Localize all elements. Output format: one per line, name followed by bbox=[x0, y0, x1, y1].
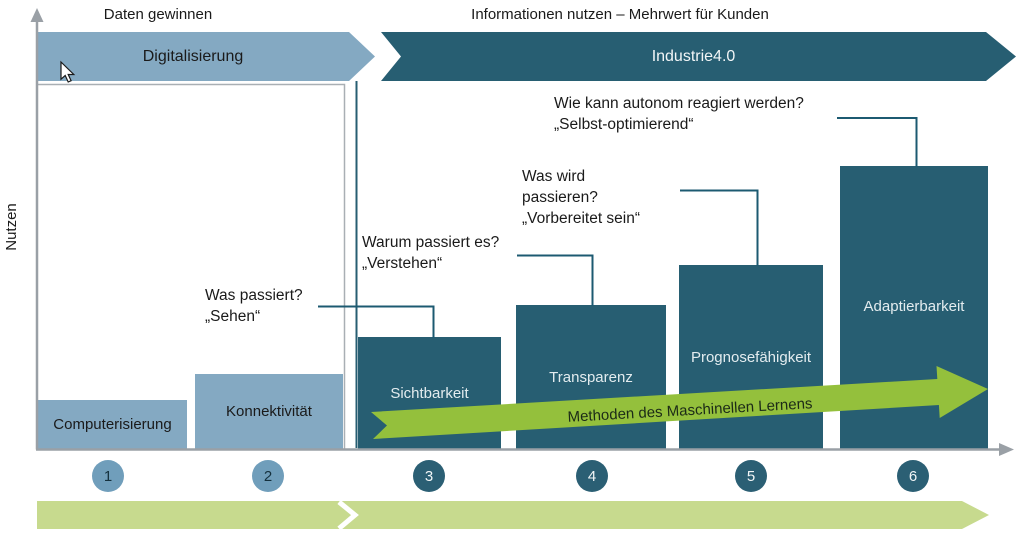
stage-bar-label: Transparenz bbox=[549, 369, 633, 386]
stage-number-badge-3: 3 bbox=[413, 460, 445, 492]
annotation-line: „Verstehen“ bbox=[362, 255, 443, 272]
annotation-line: Warum passiert es? bbox=[362, 234, 500, 251]
bottom-band-arrow bbox=[37, 501, 989, 529]
stage-number: 1 bbox=[103, 467, 113, 485]
annotation-sehen: Was passiert? „Sehen“ bbox=[205, 285, 303, 327]
x-axis-arrowhead-icon bbox=[999, 443, 1014, 456]
y-axis-label: Nutzen bbox=[3, 203, 20, 251]
stage-bar-sichtbarkeit: Sichtbarkeit bbox=[358, 337, 501, 449]
bottom-band-right-label: Informationen nutzen – Mehrwert für Kund… bbox=[471, 5, 769, 23]
stage-number: 2 bbox=[263, 467, 273, 485]
annotation-line: Wie kann autonom reagiert werden? bbox=[554, 95, 804, 112]
stage-bar-label: Prognosefähigkeit bbox=[690, 349, 812, 366]
stage-bar-konnektivitaet: Konnektivität bbox=[195, 374, 343, 449]
connector-vorbereitet-sein bbox=[680, 189, 759, 266]
banner-industrie40-label: Industrie4.0 bbox=[651, 47, 736, 65]
annotation-line: passieren? bbox=[522, 189, 598, 206]
stage-number: 4 bbox=[587, 467, 597, 485]
stage-number-badge-6: 6 bbox=[897, 460, 929, 492]
stage-number: 5 bbox=[746, 467, 756, 485]
stage-bar-prognosefaehigkeit: Prognosefähigkeit bbox=[679, 265, 823, 449]
banner-digitalisierung-label: Digitalisierung bbox=[142, 47, 244, 65]
stage-number: 3 bbox=[424, 467, 434, 485]
annotation-vorbereitet-sein: Was wird passieren? „Vorbereitet sein“ bbox=[522, 166, 640, 229]
stage-bar-label: Konnektivität bbox=[226, 403, 312, 420]
stage-bar-label: Adaptierbarkeit bbox=[863, 298, 965, 315]
stage-number-badge-5: 5 bbox=[735, 460, 767, 492]
bottom-band-left-label: Daten gewinnen bbox=[103, 5, 213, 23]
annotation-line: „Sehen“ bbox=[205, 308, 261, 325]
stage-number-badge-4: 4 bbox=[576, 460, 608, 492]
annotation-verstehen: Warum passiert es? „Verstehen“ bbox=[362, 232, 499, 274]
banner-industrie40: Industrie4.0 bbox=[381, 32, 1016, 81]
connector-verstehen bbox=[517, 254, 594, 306]
connector-selbst-optimierend bbox=[837, 117, 918, 167]
stage-bar-label: Computerisierung bbox=[53, 416, 172, 433]
connector-sehen bbox=[318, 305, 435, 338]
stage-number: 6 bbox=[908, 467, 918, 485]
stage-number-badge-2: 2 bbox=[252, 460, 284, 492]
annotation-line: „Vorbereitet sein“ bbox=[522, 210, 641, 227]
annotation-selbst-optimierend: Wie kann autonom reagiert werden? „Selbs… bbox=[554, 93, 804, 135]
banner-digitalisierung: Digitalisierung bbox=[37, 32, 375, 81]
annotation-line: „Selbst-optimierend“ bbox=[554, 116, 694, 133]
stage-bar-computerisierung: Computerisierung bbox=[38, 400, 187, 449]
annotation-line: Was passiert? bbox=[205, 287, 303, 304]
stage-number-badge-1: 1 bbox=[92, 460, 124, 492]
annotation-line: Was wird bbox=[522, 168, 586, 185]
stage-bar-label: Sichtbarkeit bbox=[390, 385, 469, 402]
